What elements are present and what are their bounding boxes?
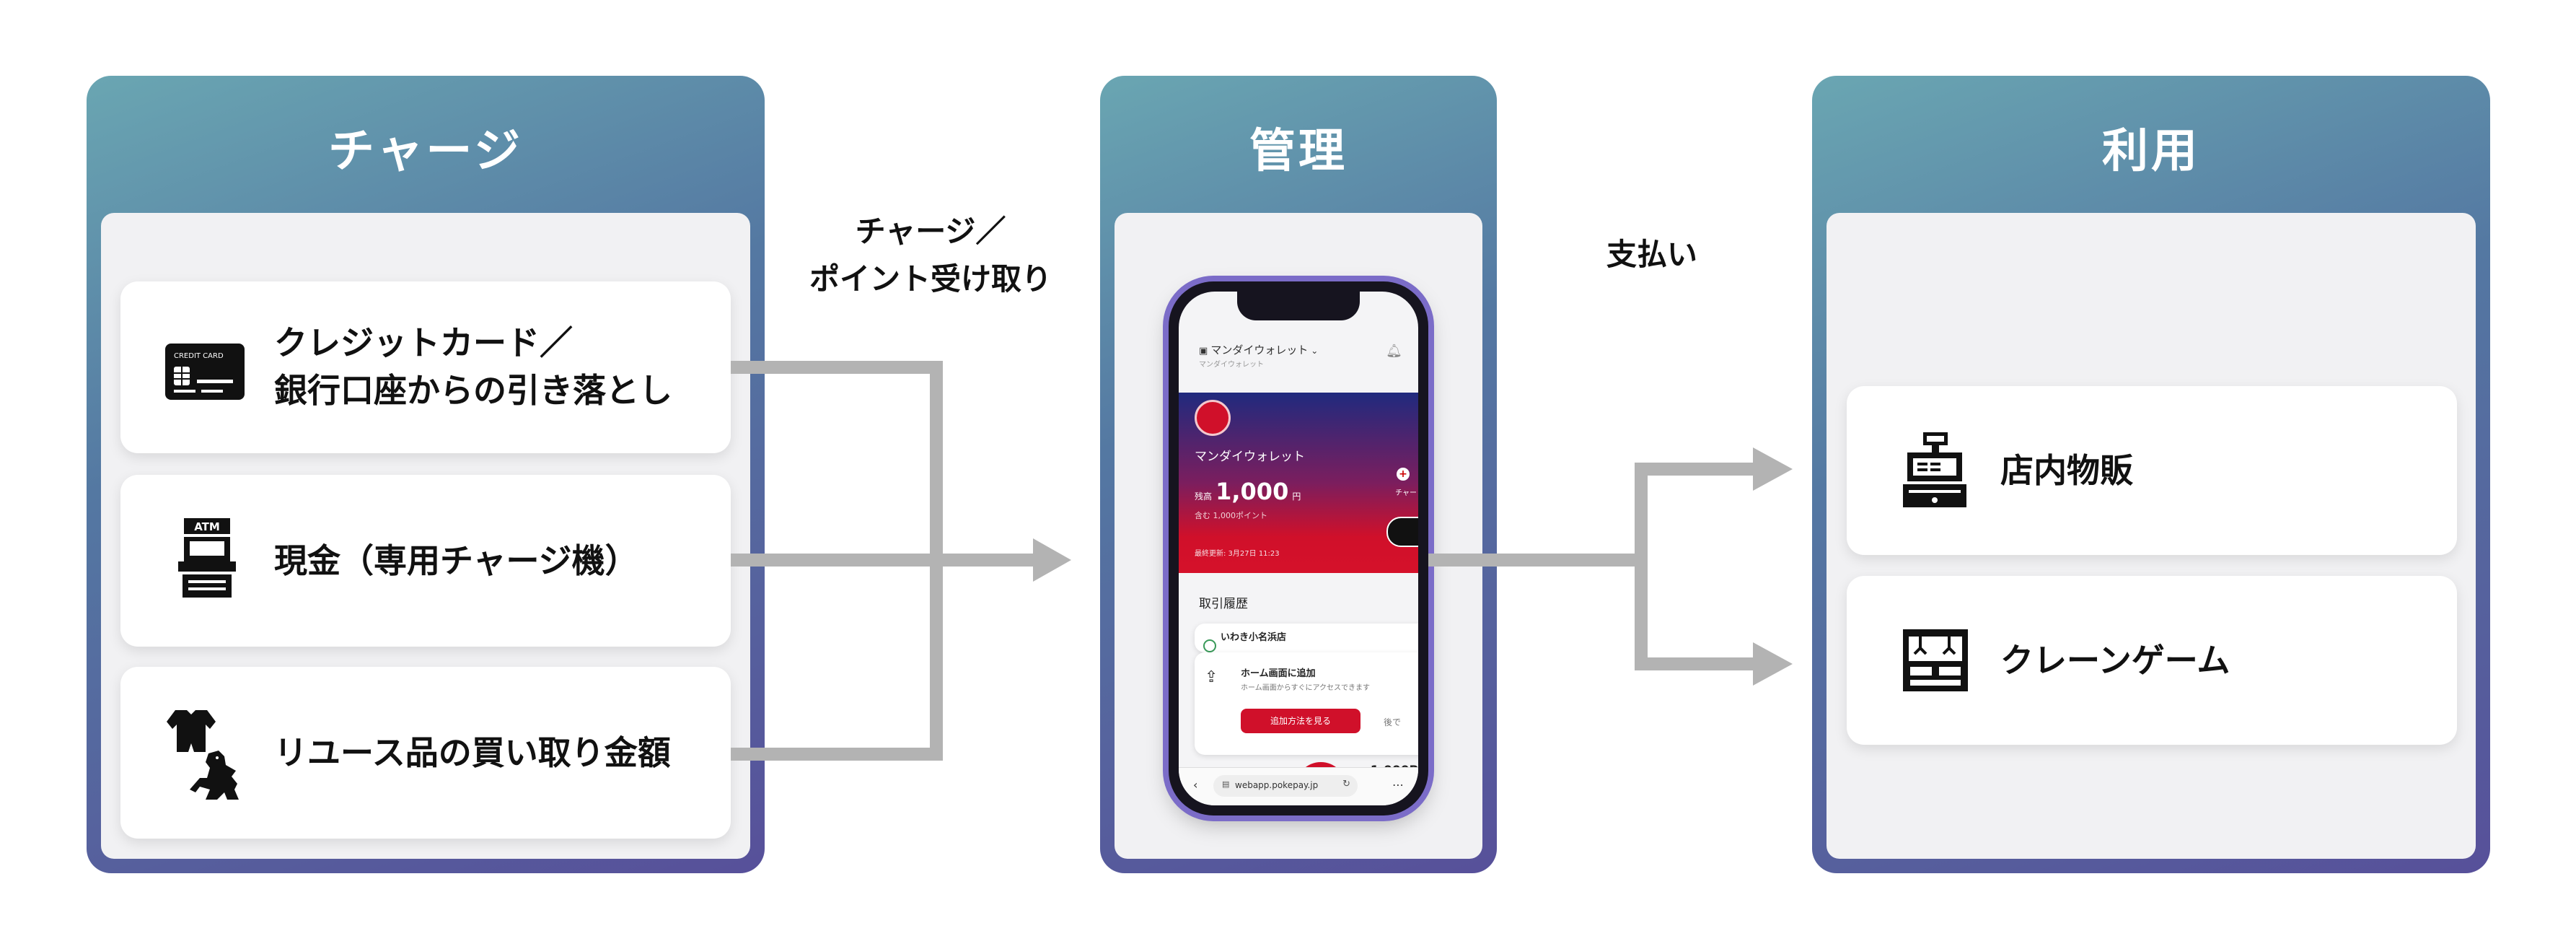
manage-panel-title: 管理 xyxy=(1249,125,1348,178)
url-field[interactable]: ▤ webapp.pokepay.jp ↻ xyxy=(1213,775,1358,797)
pay-flow-lines xyxy=(1428,463,1753,670)
credit-card-label: クレジットカード／ 銀行口座からの引き落とし xyxy=(274,323,672,410)
points: 含む 1,000ポイント xyxy=(1195,511,1267,520)
charge-button-label[interactable]: チャー xyxy=(1395,489,1417,497)
bell-icon[interactable]: 🔔︎ xyxy=(1386,344,1402,359)
credit-card-icon-text: CREDIT CARD xyxy=(174,352,224,360)
back-icon[interactable]: ‹ xyxy=(1193,778,1198,792)
phone-screen: ▣ マンダイウォレット ⌄ マンダイウォレット 🔔︎ マンダイウォレット 残高 … xyxy=(1179,292,1418,805)
chevron-down-icon: ⌄ xyxy=(1308,346,1319,356)
clothes-toy-icon xyxy=(165,709,245,805)
balance: 残高 1,000 円 xyxy=(1195,478,1301,505)
reuse-label: リユース品の買い取り金額 xyxy=(274,733,671,772)
wallet-card: マンダイウォレット 残高 1,000 円 含む 1,000ポイント 最終更新: … xyxy=(1179,393,1418,573)
crane-label: クレーンゲーム xyxy=(2000,641,2230,680)
add-home-title: ホーム画面に追加 xyxy=(1241,668,1316,679)
more-icon[interactable]: ⋯ xyxy=(1392,778,1404,792)
atm-icon-text: ATM xyxy=(194,520,220,533)
wallet-icon: ▣ xyxy=(1199,346,1211,357)
reload-icon[interactable]: ↻ xyxy=(1342,779,1350,790)
last-updated: 最終更新: 3月27日 11:23 xyxy=(1195,550,1280,558)
shop-label: 店内物販 xyxy=(2000,451,2133,490)
pay-arrow-head-shop xyxy=(1753,447,1793,491)
add-to-home-sheet: ⇪ ホーム画面に追加 ホーム画面からすぐにアクセスできます 追加方法を見る 後で xyxy=(1195,652,1418,755)
add-home-button[interactable]: 追加方法を見る xyxy=(1241,709,1360,733)
wallet-name: マンダイウォレット xyxy=(1195,450,1305,464)
payment-button[interactable] xyxy=(1386,517,1418,547)
charge-flow-lines xyxy=(731,361,1039,761)
charge-arrow-head xyxy=(1033,538,1071,582)
browser-bar: ‹ ▤ webapp.pokepay.jp ↻ ⋯ xyxy=(1179,767,1418,805)
cash-label: 現金（専用チャージ機） xyxy=(274,541,638,580)
share-icon: ⇪ xyxy=(1205,668,1218,686)
credit-card-icon: CREDIT CARD xyxy=(165,344,245,403)
phone-notch xyxy=(1237,292,1360,320)
use-panel-title: 利用 xyxy=(2102,125,2200,178)
page-icon: ▤ xyxy=(1222,779,1230,789)
wallet-selector-sub: マンダイウォレット xyxy=(1199,361,1264,369)
pay-flow-label: 支払い xyxy=(1606,237,1697,272)
add-home-subtitle: ホーム画面からすぐにアクセスできます xyxy=(1241,684,1370,692)
charge-card-reuse: リユース品の買い取り金額 xyxy=(120,667,731,839)
crane-game-icon xyxy=(1903,629,1968,694)
cash-register-icon xyxy=(1903,432,1966,510)
history-item[interactable]: いわき小名浜店 xyxy=(1195,624,1418,652)
charge-flow-label: チャージ／ ポイント受け取り xyxy=(809,214,1052,297)
later-button[interactable]: 後で xyxy=(1384,717,1402,727)
pay-arrow-head-crane xyxy=(1753,642,1793,686)
shop-status-icon xyxy=(1203,639,1216,652)
charge-plus-icon[interactable]: + xyxy=(1397,468,1410,481)
phone-mockup: ▣ マンダイウォレット ⌄ マンダイウォレット 🔔︎ マンダイウォレット 残高 … xyxy=(1169,281,1428,815)
atm-icon: ATM xyxy=(178,518,236,600)
use-card-crane: クレーンゲーム xyxy=(1847,576,2457,745)
wallet-selector[interactable]: ▣ マンダイウォレット ⌄ xyxy=(1199,344,1319,357)
use-card-shop: 店内物販 xyxy=(1847,386,2457,555)
history-shop: いわき小名浜店 xyxy=(1221,632,1287,643)
charge-panel-title: チャージ xyxy=(328,125,524,178)
history-title: 取引履歴 xyxy=(1199,597,1248,611)
charge-card-cash: ATM 現金（専用チャージ機） xyxy=(120,475,731,647)
wallet-logo xyxy=(1195,400,1231,436)
charge-card-credit: CREDIT CARD クレジットカード／ 銀行口座からの引き落とし xyxy=(120,281,731,453)
